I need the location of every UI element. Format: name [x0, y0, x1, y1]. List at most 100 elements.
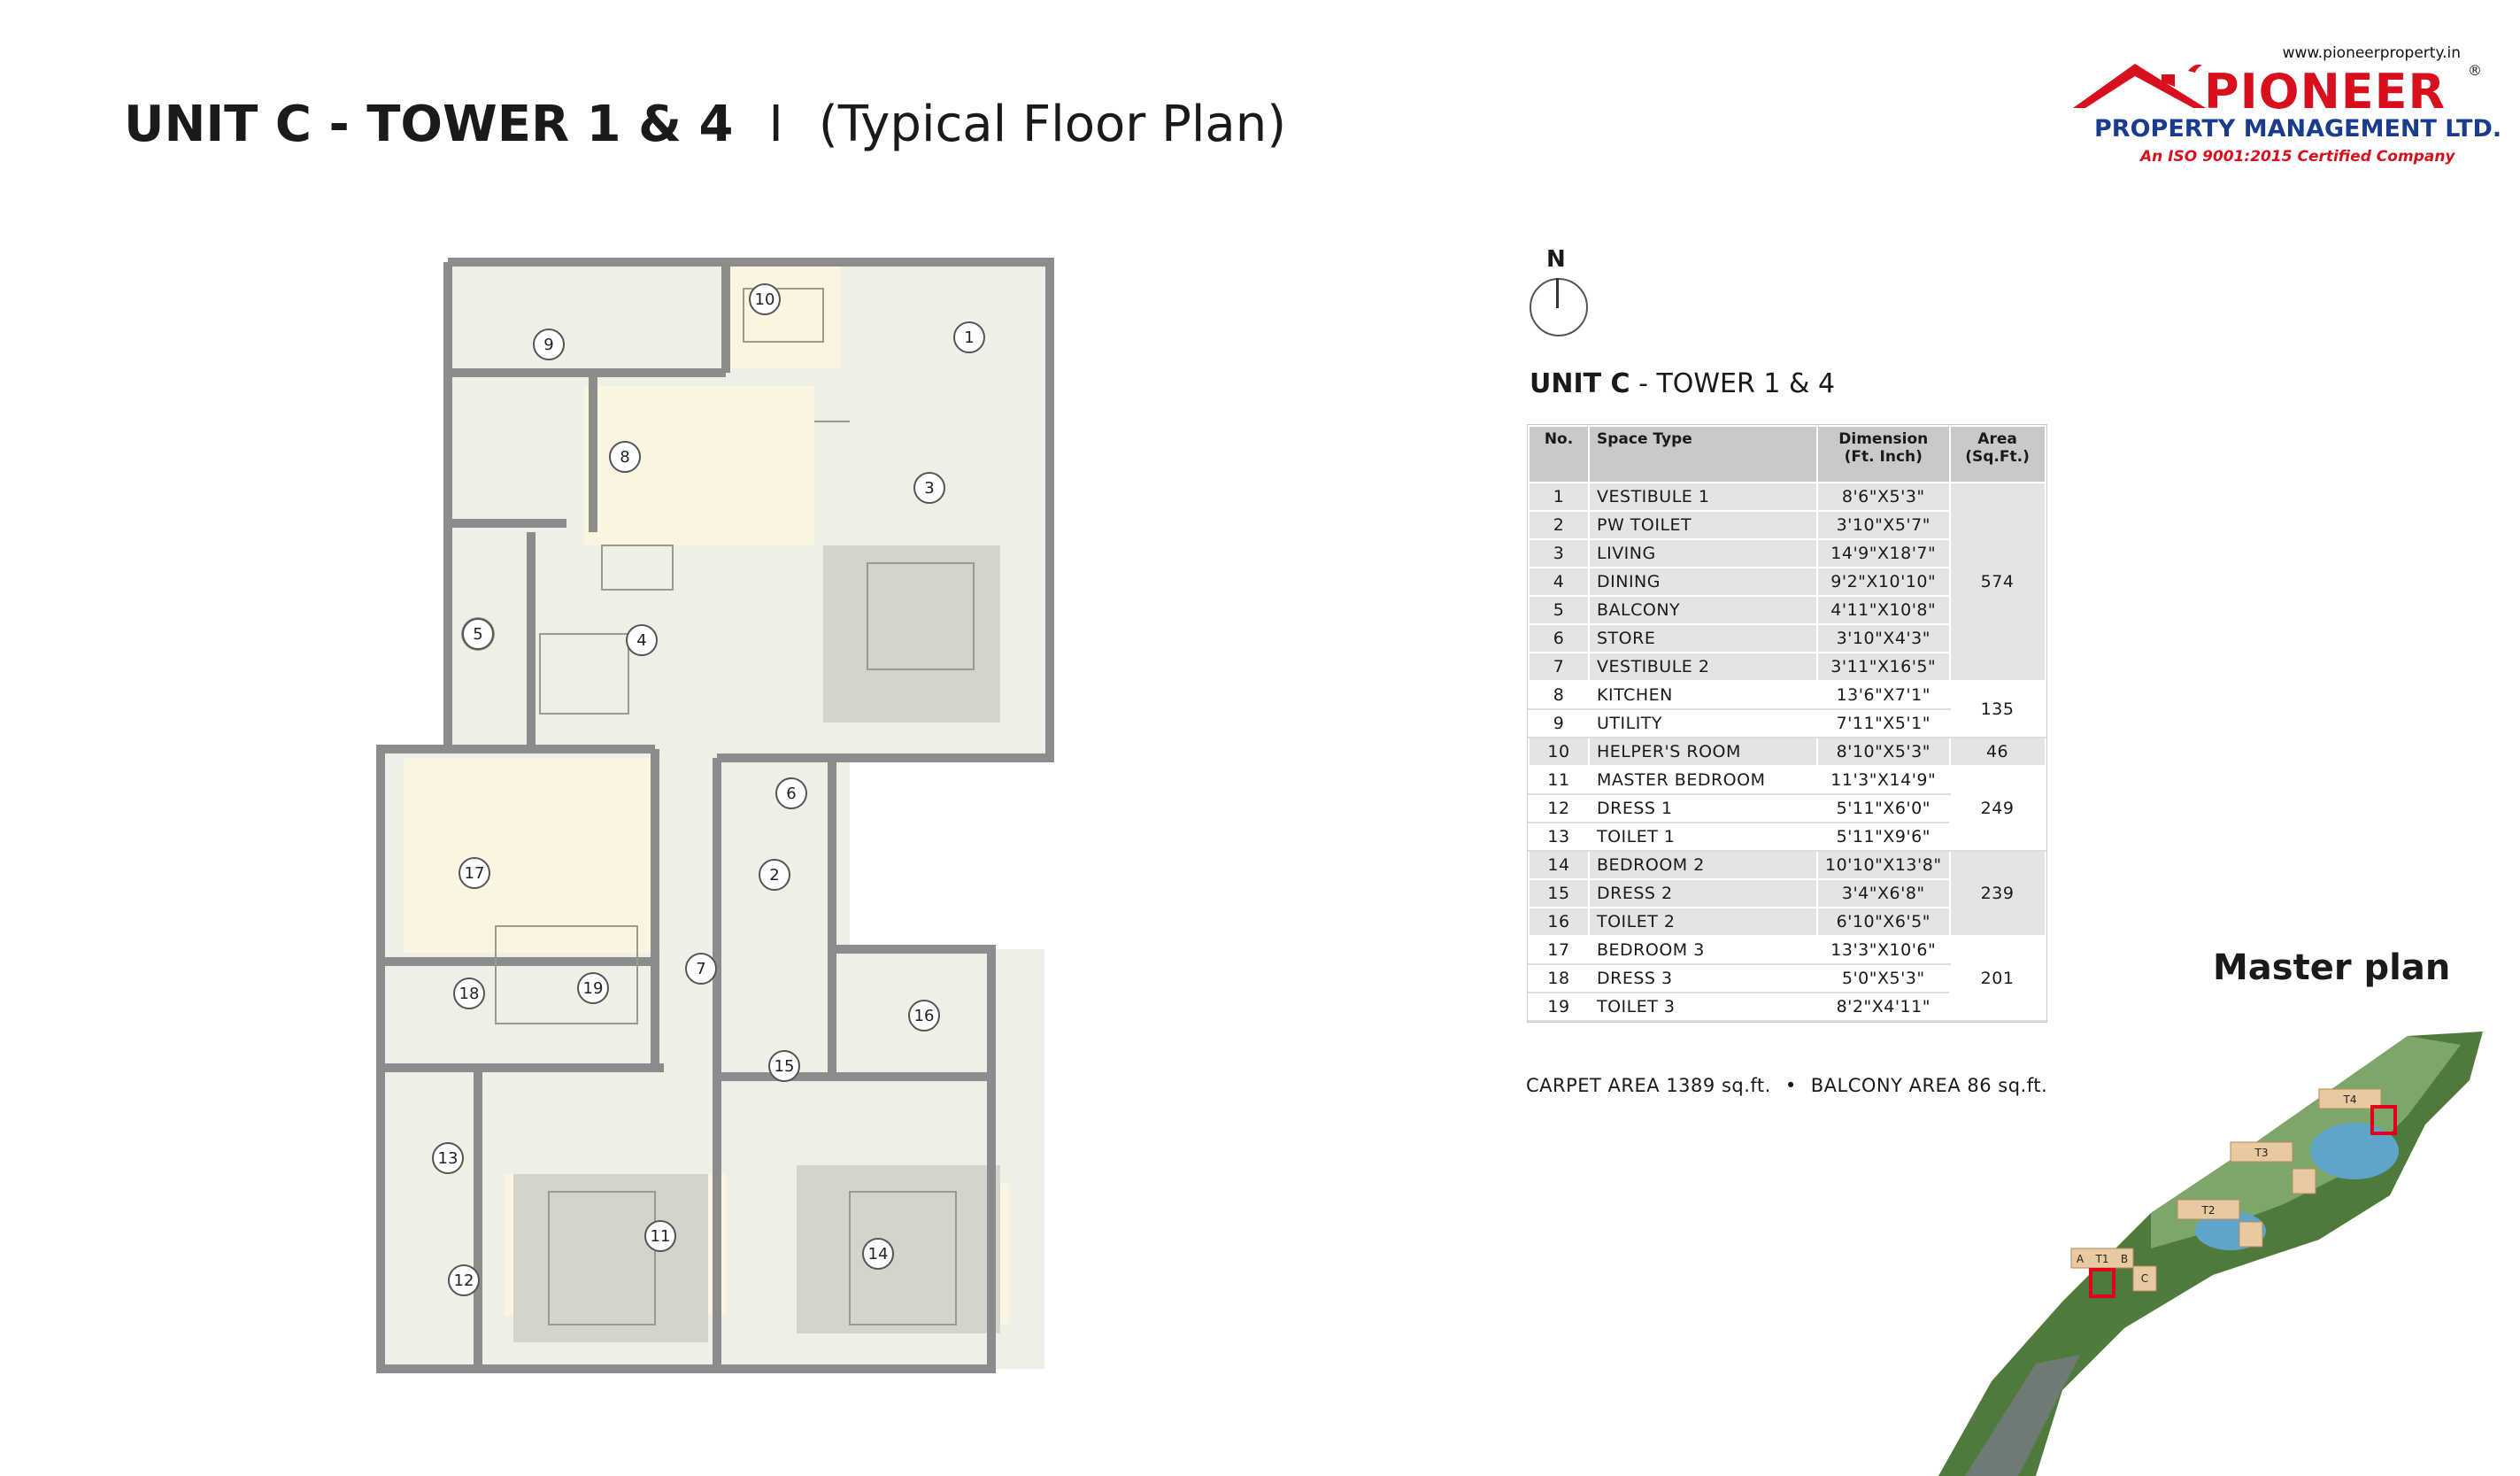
room-number: 12 [454, 1271, 474, 1290]
table-header-row: No. Space Type Dimension (Ft. Inch) Area… [1528, 425, 2046, 483]
table-cell-no: 18 [1528, 963, 1590, 993]
table-cell-dim: 3'10"X4'3" [1816, 623, 1951, 653]
room-number: 1 [964, 328, 974, 347]
room-number: 13 [438, 1149, 459, 1168]
column-header: No. [1528, 425, 1590, 483]
table-cell-dim: 3'11"X16'5" [1816, 652, 1951, 682]
table-cell-dim: 6'10"X6'5" [1816, 907, 1951, 937]
table-cell-no: 13 [1528, 822, 1590, 852]
table-cell-no: 4 [1528, 567, 1590, 597]
logo-url: www.pioneerproperty.in [2282, 44, 2461, 62]
tower-label: T2 [2201, 1204, 2216, 1217]
compass-needle [1556, 278, 1559, 308]
table-cell-no: 3 [1528, 538, 1590, 568]
floor-plan: 1 2 3 4 5 6 7 8 9 10 11 12 13 14 15 16 1… [376, 258, 1054, 1373]
table-cell-no: 16 [1528, 907, 1590, 937]
area-totals: CARPET AREA 1389 sq.ft.•BALCONY AREA 86 … [1526, 1075, 2047, 1096]
unit-heading-bold: UNIT C [1530, 368, 1630, 399]
area-table: No. Space Type Dimension (Ft. Inch) Area… [1527, 424, 2047, 1023]
north-label: N [1546, 246, 1566, 273]
logo-company: PROPERTY MANAGEMENT LTD. [2094, 115, 2502, 143]
room-number: 16 [914, 1007, 935, 1025]
tower-label: T1 [2095, 1253, 2109, 1265]
table-cell-area: 46 [1948, 737, 2046, 767]
table-cell-space: BEDROOM 2 [1588, 850, 1818, 880]
table-cell-space: DINING [1588, 567, 1818, 597]
table-cell-no: 8 [1528, 680, 1590, 710]
table-cell-no: 14 [1528, 850, 1590, 880]
table-cell-no: 19 [1528, 992, 1590, 1022]
table-cell-dim: 10'10"X13'8" [1816, 850, 1951, 880]
room-number: 19 [583, 979, 604, 998]
table-cell-dim: 5'11"X9'6" [1816, 822, 1951, 852]
company-logo: www.pioneerproperty.in PIONEER ® PROPERT… [2062, 44, 2501, 168]
title-main: UNIT C - TOWER 1 & 4 [124, 96, 734, 153]
unit-heading: UNIT C - TOWER 1 & 4 [1530, 368, 1835, 399]
room-number: 8 [620, 448, 629, 467]
table-cell-area: 239 [1948, 850, 2046, 937]
table-cell-area: 135 [1948, 680, 2046, 738]
table-cell-no: 2 [1528, 510, 1590, 540]
table-cell-dim: 8'10"X5'3" [1816, 737, 1951, 767]
table-cell-space: BEDROOM 3 [1588, 935, 1818, 965]
table-cell-space: DRESS 2 [1588, 878, 1818, 908]
title-separator: I [768, 96, 783, 153]
table-cell-dim: 13'6"X7'1" [1816, 680, 1951, 710]
table-cell-space: VESTIBULE 2 [1588, 652, 1818, 682]
table-cell-dim: 3'4"X6'8" [1816, 878, 1951, 908]
north-compass: N [1522, 246, 1593, 344]
table-cell-dim: 5'11"X6'0" [1816, 793, 1951, 823]
table-cell-space: TOILET 3 [1588, 992, 1818, 1022]
table-cell-area: 249 [1948, 765, 2046, 852]
table-cell-dim: 7'11"X5'1" [1816, 708, 1951, 738]
room-number: 6 [786, 784, 796, 803]
column-header: Space Type [1588, 425, 1818, 483]
column-header: Dimension (Ft. Inch) [1816, 425, 1951, 483]
room-number: 17 [465, 864, 485, 883]
table-cell-no: 5 [1528, 595, 1590, 625]
compass-icon [1530, 278, 1588, 336]
table-cell-space: KITCHEN [1588, 680, 1818, 710]
table-cell-space: MASTER BEDROOM [1588, 765, 1818, 795]
room-number: 9 [543, 336, 553, 354]
table-cell-dim: 8'2"X4'11" [1816, 992, 1951, 1022]
table-cell-no: 1 [1528, 482, 1590, 512]
room-number: 3 [924, 479, 934, 498]
table-cell-area: 574 [1948, 482, 2046, 682]
room-number: 15 [774, 1057, 795, 1076]
room-number: 11 [651, 1227, 671, 1246]
table-cell-space: STORE [1588, 623, 1818, 653]
room-number: 10 [755, 290, 775, 309]
table-cell-space: HELPER'S ROOM [1588, 737, 1818, 767]
table-cell-no: 6 [1528, 623, 1590, 653]
table-cell-dim: 4'11"X10'8" [1816, 595, 1951, 625]
table-cell-space: PW TOILET [1588, 510, 1818, 540]
block-label: C [2141, 1272, 2148, 1285]
room-number: 7 [696, 960, 705, 978]
house-roof-icon [2073, 64, 2206, 108]
table-cell-dim: 8'6"X5'3" [1816, 482, 1951, 512]
logo-name: PIONEER [2204, 64, 2447, 120]
block-label: A [2077, 1253, 2085, 1265]
unit-heading-rest: - TOWER 1 & 4 [1630, 368, 1836, 399]
table-cell-dim: 9'2"X10'10" [1816, 567, 1951, 597]
table-cell-dim: 5'0"X5'3" [1816, 963, 1951, 993]
